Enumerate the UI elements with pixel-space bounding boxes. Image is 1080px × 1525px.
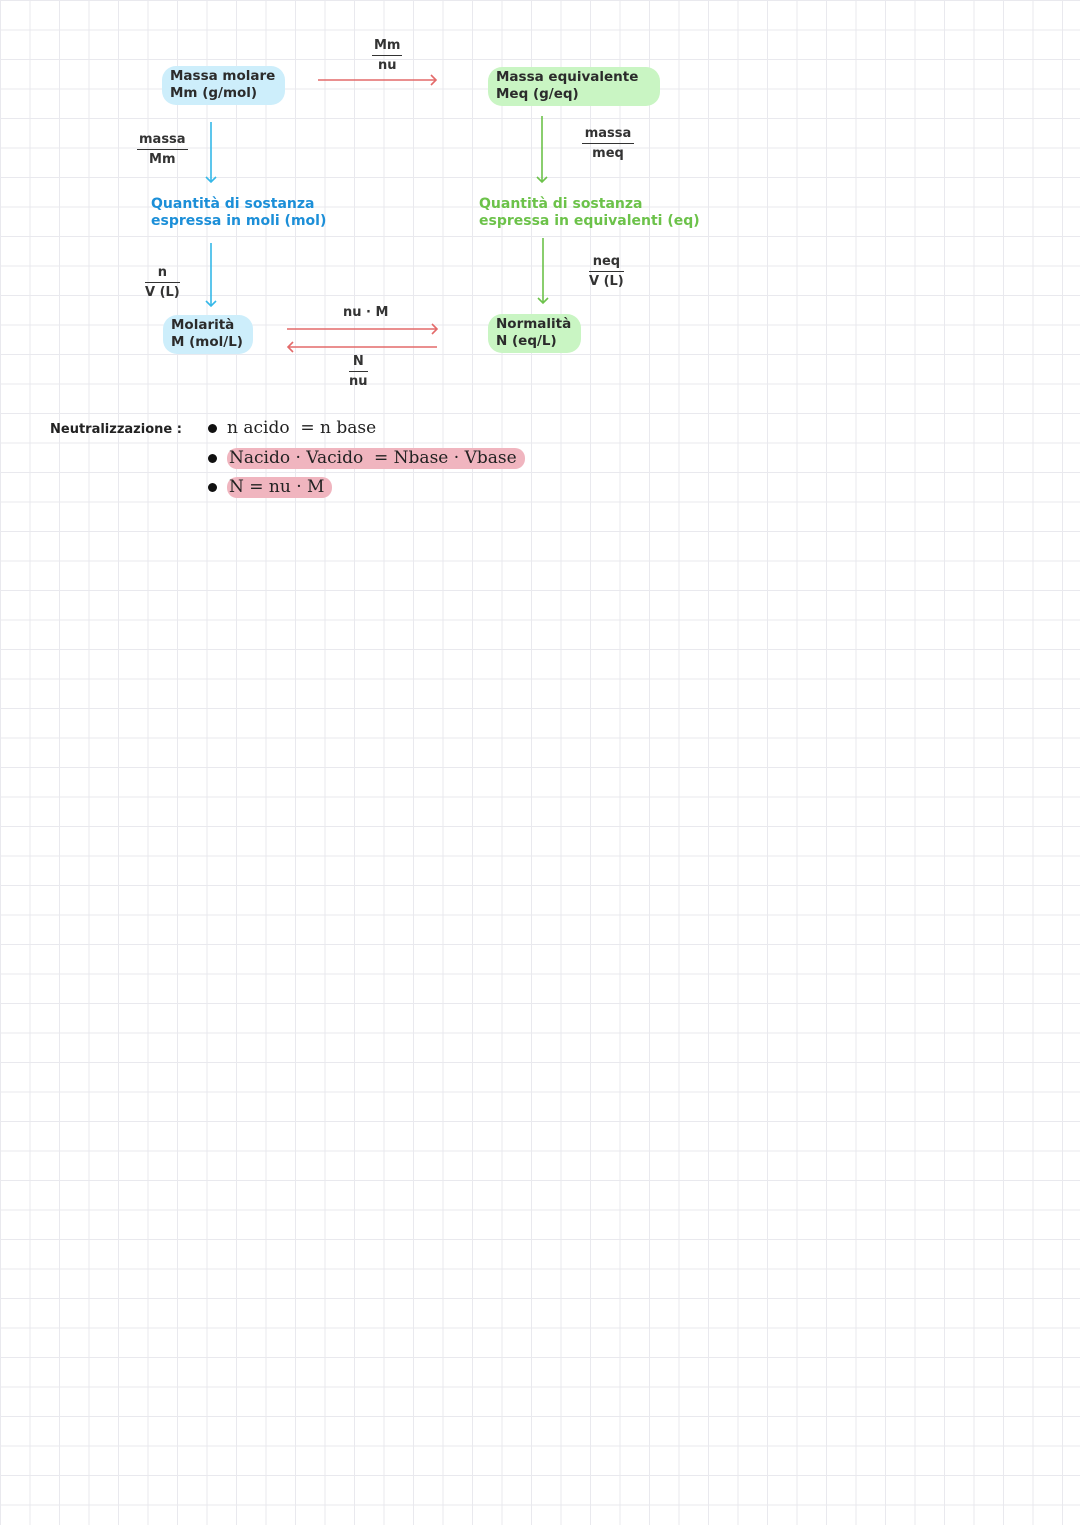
quantity-equivalenti-line2: espressa in equivalenti (eq) (479, 213, 700, 229)
fraction-n-nu-den: nu (349, 374, 368, 389)
fraction-neq-v-den: V (L) (589, 274, 624, 289)
fraction-mm-nu: Mm nu (372, 38, 403, 73)
fraction-mm-nu-num: Mm (372, 38, 403, 56)
node-molarita-title: Molarità (171, 317, 235, 333)
bullet-dot (208, 423, 217, 433)
fraction-massa-mm: massa Mm (137, 132, 188, 167)
eq2-text: Nacido · Vacido = Nbase · Vbase (227, 448, 525, 469)
node-massa-molare-title: Massa molare (170, 68, 276, 84)
node-molarita-unit: M (mol/L) (171, 334, 243, 350)
neutralizzazione-eq2: Nacido · Vacido = Nbase · Vbase (208, 448, 525, 469)
node-massa-molare-unit: Mm (g/mol) (170, 85, 258, 101)
eq3-text: N = nu · M (227, 477, 333, 498)
fraction-massa-meq-num: massa (582, 126, 634, 144)
node-massa-equivalente-unit: Meq (g/eq) (496, 86, 579, 102)
quantity-equivalenti: Quantità di sostanza espressa in equival… (479, 196, 700, 230)
node-normalita: Normalità N (eq/L) (488, 314, 582, 353)
node-molarita: Molarità M (mol/L) (163, 315, 253, 354)
diagram-arrows (205, 74, 549, 353)
quantity-equivalenti-line1: Quantità di sostanza (479, 196, 643, 212)
fraction-massa-meq-den: meq (592, 146, 624, 161)
eq1-text: n acido = n base (227, 418, 377, 438)
quantity-moli-line1: Quantità di sostanza (151, 196, 315, 212)
fraction-massa-mm-num: massa (137, 132, 188, 150)
node-massa-equivalente: Massa equivalente Meq (g/eq) (488, 67, 661, 106)
neutralizzazione-eq1: n acido = n base (208, 418, 376, 438)
fraction-massa-meq: massa meq (582, 126, 634, 161)
fraction-neq-v: neq V (L) (589, 254, 624, 289)
fraction-n-nu-num: N (349, 354, 368, 372)
fraction-massa-mm-den: Mm (149, 152, 176, 167)
label-nu-m: nu · M (343, 305, 389, 320)
fraction-n-v-num: n (145, 265, 180, 283)
fraction-n-v-den: V (L) (145, 285, 180, 300)
node-massa-equivalente-title: Massa equivalente (496, 69, 639, 85)
quantity-moli-line2: espressa in moli (mol) (151, 213, 327, 229)
node-normalita-title: Normalità (496, 316, 572, 332)
fraction-n-nu: N nu (349, 354, 368, 389)
bullet-dot (208, 454, 217, 463)
fraction-n-v: n V (L) (145, 265, 180, 300)
fraction-mm-nu-den: nu (377, 58, 397, 73)
node-massa-molare: Massa molare Mm (g/mol) (162, 66, 286, 105)
node-normalita-unit: N (eq/L) (496, 333, 557, 349)
quantity-moli: Quantità di sostanza espressa in moli (m… (151, 196, 326, 230)
neutralizzazione-eq3: N = nu · M (208, 477, 333, 498)
fraction-neq-v-num: neq (589, 254, 624, 272)
bullet-dot (208, 483, 217, 492)
neutralizzazione-title: Neutralizzazione : (50, 422, 182, 437)
